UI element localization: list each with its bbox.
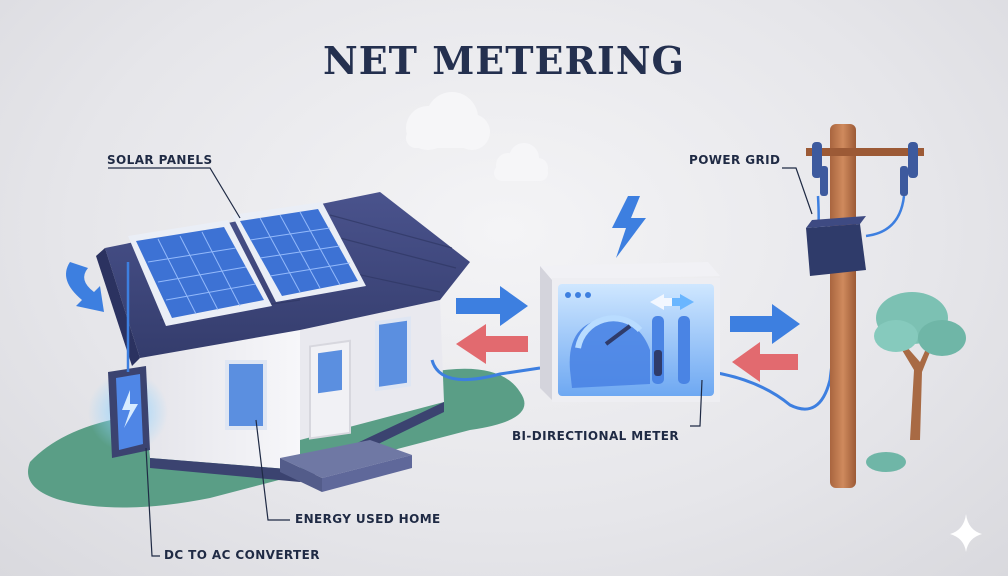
leader-home bbox=[255, 419, 290, 521]
leader-solar bbox=[108, 167, 241, 219]
label-dc-to-ac-converter: DC TO AC CONVERTER bbox=[164, 548, 320, 562]
label-power-grid: POWER GRID bbox=[689, 153, 781, 167]
bi-directional-meter bbox=[540, 262, 720, 402]
lightning-icon bbox=[612, 196, 646, 258]
wire-meter-pole bbox=[711, 299, 842, 411]
label-bi-directional-meter: BI-DIRECTIONAL METER bbox=[512, 429, 680, 443]
sunlight-arrow bbox=[66, 262, 104, 312]
solar-panels bbox=[128, 202, 366, 326]
wire-house-meter bbox=[430, 359, 541, 381]
cloud-small bbox=[494, 143, 548, 181]
cloud-large bbox=[406, 92, 490, 150]
leader-converter bbox=[145, 447, 160, 557]
label-energy-used-home: ENERGY USED HOME bbox=[295, 512, 441, 526]
transformer bbox=[806, 224, 866, 276]
arrow-to-home bbox=[456, 324, 528, 364]
diagram-title: NET METERING bbox=[322, 38, 685, 83]
leader-meter bbox=[690, 379, 703, 427]
leader-grid bbox=[782, 167, 813, 215]
arrow-to-grid bbox=[730, 304, 800, 344]
window-front bbox=[225, 360, 267, 430]
arrow-from-grid bbox=[732, 342, 798, 382]
tree bbox=[866, 292, 966, 472]
sparkle-icon bbox=[950, 514, 982, 552]
utility-pole bbox=[806, 124, 924, 488]
label-solar-panels: SOLAR PANELS bbox=[107, 153, 213, 167]
window-side bbox=[375, 316, 411, 392]
steps bbox=[280, 440, 412, 478]
dc-ac-converter bbox=[88, 262, 168, 458]
arrow-to-meter bbox=[456, 286, 528, 326]
